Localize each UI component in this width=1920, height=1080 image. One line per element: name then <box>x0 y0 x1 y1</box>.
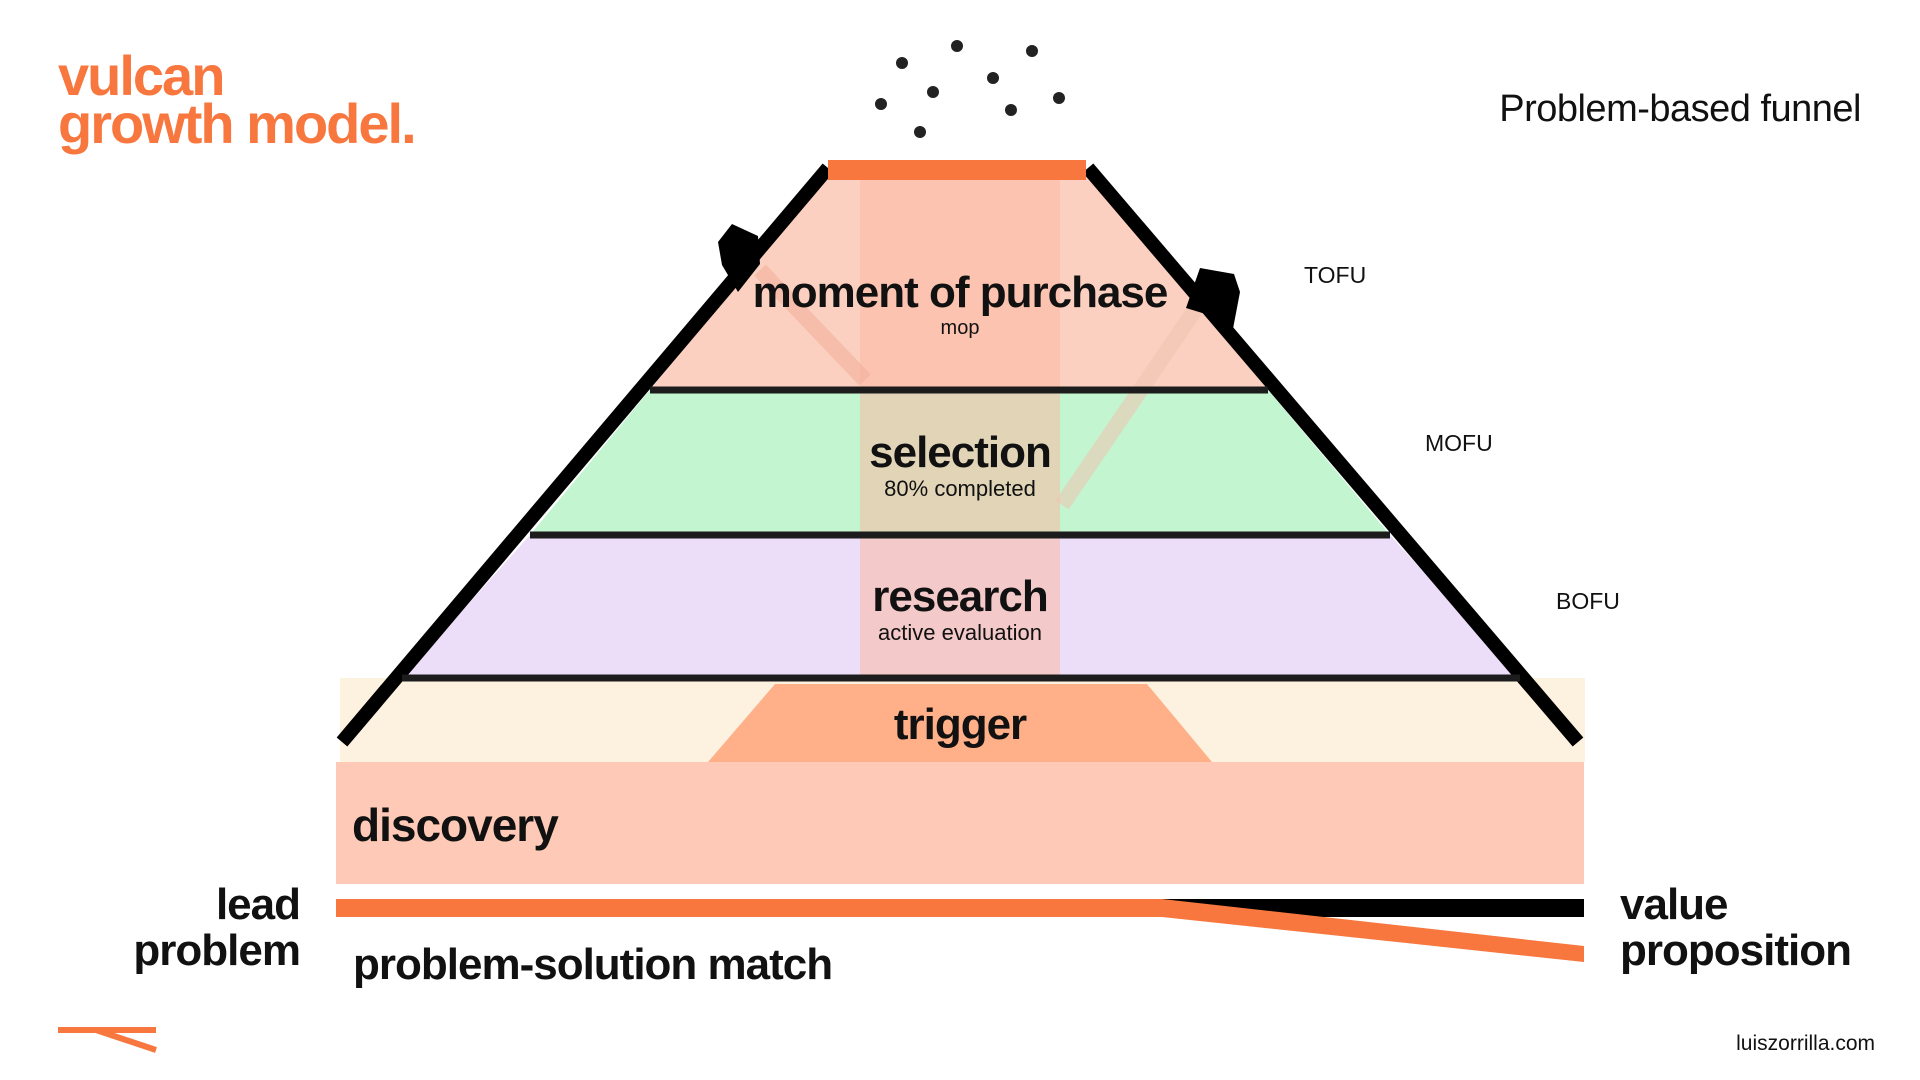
discovery-title: discovery <box>352 799 559 851</box>
trigger-title: trigger <box>893 700 1027 749</box>
mini-logo-icon <box>58 1027 157 1053</box>
value-proposition-label: value proposition <box>1620 880 1852 975</box>
mop-sub: mop <box>940 317 980 339</box>
left-knob <box>718 224 760 292</box>
base-orange-line <box>336 899 1584 962</box>
value-proposition-line-2: proposition <box>1620 926 1852 975</box>
research-title: research <box>872 572 1048 621</box>
lead-problem-line-2: problem <box>133 926 301 975</box>
sparks <box>875 40 1065 138</box>
stage-mofu: MOFU <box>1425 430 1493 456</box>
right-knob <box>1186 268 1240 334</box>
lead-problem-line-1: lead <box>215 880 301 929</box>
research-sub: active evaluation <box>878 620 1042 645</box>
selection-title: selection <box>869 428 1052 477</box>
right-wall <box>1082 163 1584 747</box>
discovery-block <box>336 762 1584 884</box>
brand-logo: vulcan growth model. <box>58 44 417 155</box>
lead-problem-label: lead problem <box>133 880 301 975</box>
website-link[interactable]: luiszorrilla.com <box>1736 1032 1875 1055</box>
stage-bofu: BOFU <box>1556 588 1620 614</box>
selection-sub: 80% completed <box>884 476 1036 501</box>
mop-title: moment of purchase <box>752 268 1169 317</box>
brand-line-2: growth model. <box>58 92 417 155</box>
right-beam <box>1055 305 1202 510</box>
left-beam <box>754 264 871 386</box>
central-channel <box>860 170 1060 678</box>
value-proposition-line-1: value <box>1620 880 1729 929</box>
top-cap <box>828 160 1086 180</box>
page-subtitle: Problem-based funnel <box>1499 88 1861 130</box>
problem-solution-match-label: problem-solution match <box>353 940 833 989</box>
trigger-shape <box>708 684 1212 762</box>
stage-tofu: TOFU <box>1304 262 1367 288</box>
brand-line-1: vulcan <box>58 44 225 107</box>
